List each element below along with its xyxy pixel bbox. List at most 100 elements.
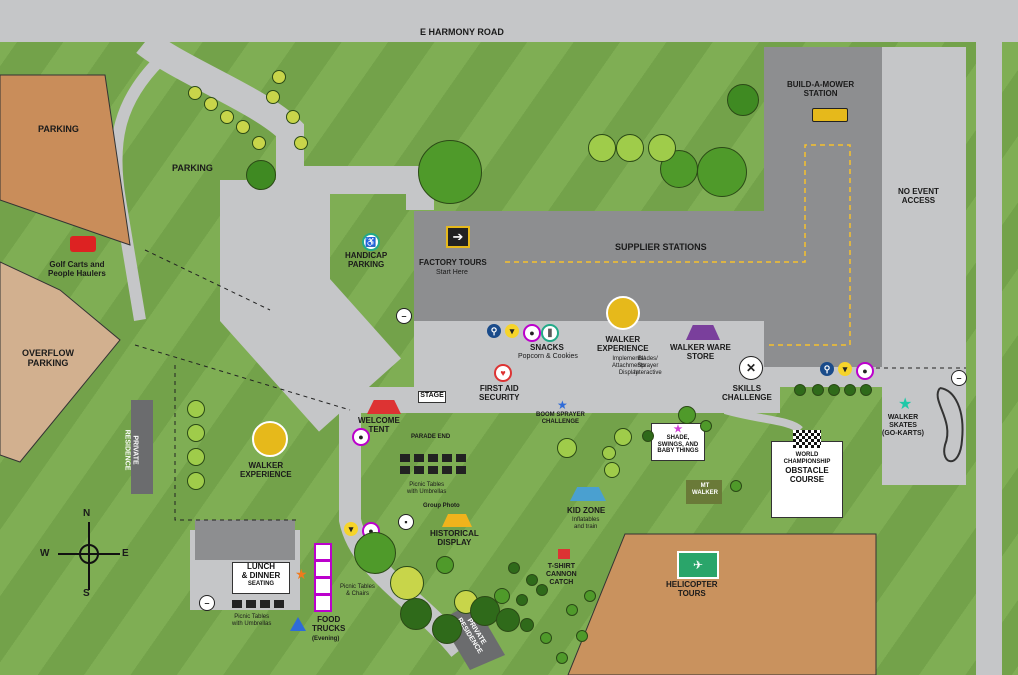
tree (204, 97, 218, 111)
tree (588, 134, 616, 162)
handicap-parking-label: HANDICAP PARKING (345, 251, 388, 270)
walker-experience-left-label: WALKER EXPERIENCE (240, 461, 292, 480)
picnic-table-icon (428, 466, 438, 474)
tree (188, 86, 202, 100)
picnic-table-icon (456, 466, 466, 474)
food-truck-icon (314, 560, 332, 578)
factory-tours-sub: Start Here (436, 269, 468, 276)
obstacle-course-label: OBSTACLE COURSE (785, 466, 829, 484)
tree (642, 430, 654, 442)
build-a-mower-lot (764, 47, 882, 367)
food-truck-icon (314, 594, 332, 612)
food-truck-icon (314, 543, 332, 561)
tree (236, 120, 250, 134)
star-icon: ★ (673, 424, 683, 435)
food-truck-icon (314, 577, 332, 595)
tree (272, 70, 286, 84)
factory-tours-label: FACTORY TOURS (419, 258, 487, 267)
no-event-access-label: NO EVENT ACCESS (898, 187, 939, 206)
snack-icon: ▾ (838, 362, 852, 376)
parade-end-label: PARADE END (411, 434, 451, 440)
picnic-table-icon (400, 454, 410, 462)
picnic-table-icon (246, 600, 256, 608)
tree (540, 632, 552, 644)
picnic-table-icon (442, 454, 452, 462)
picnic-umbrellas-left-label: Picnic Tables with Umbrellas (232, 614, 272, 627)
tree (557, 438, 577, 458)
mower-icon (252, 421, 288, 457)
implements-label: Implements/ Attachments Display (612, 356, 646, 376)
no-entry-icon: – (199, 595, 215, 611)
tent-icon (367, 400, 401, 414)
supplier-lot (414, 211, 764, 321)
kid-zone-label: KID ZONE (567, 506, 606, 515)
tree (812, 384, 824, 396)
tree (400, 598, 432, 630)
shirt-icon (558, 549, 570, 559)
tree (494, 588, 510, 604)
medical-heart-icon: ♥ (494, 364, 512, 382)
arrow-right-icon: ➔ (446, 226, 470, 248)
compass-w: W (40, 548, 50, 559)
picnic-table-icon (442, 466, 452, 474)
tree (616, 134, 644, 162)
helicopter-icon: ✈ (677, 551, 719, 579)
water-drop-icon: ● (352, 428, 370, 446)
tree (187, 448, 205, 466)
wheelchair-icon: ♿ (362, 233, 380, 251)
overflow-parking-label: OVERFLOW PARKING (22, 348, 74, 369)
lunch-lot (195, 520, 295, 560)
walker-skates-label: WALKER SKATES (GO-KARTS) (882, 414, 924, 438)
compass-s: S (83, 588, 90, 599)
mower-icon (606, 296, 640, 330)
no-entry-icon: – (396, 308, 412, 324)
tree (294, 136, 308, 150)
tree (794, 384, 806, 396)
tree (614, 428, 632, 446)
road-name-label: E HARMONY ROAD (420, 27, 504, 37)
first-aid-label: FIRST AID SECURITY (479, 384, 520, 403)
boom-sprayer-label: BOOM SPRAYER CHALLENGE (536, 412, 585, 425)
tree (860, 384, 872, 396)
build-a-mower-label: BUILD-A-MOWER STATION (787, 80, 855, 99)
tree (516, 594, 528, 606)
skills-challenge-label: SKILLS CHALLENGE (722, 384, 772, 403)
tree (576, 630, 588, 642)
restroom-icon: ⚲ (820, 362, 834, 376)
tree (584, 590, 596, 602)
lunch-dinner-tag: LUNCH & DINNER SEATING (232, 562, 290, 594)
tree (602, 446, 616, 460)
tree (526, 574, 538, 586)
water-drop-icon: ● (523, 324, 541, 342)
tree (187, 424, 205, 442)
obstacle-course-tag: WORLD CHAMPIONSHIP OBSTACLE COURSE (771, 430, 843, 518)
star-icon: ★ (295, 566, 308, 582)
east-road (976, 42, 1002, 675)
tree (187, 472, 205, 490)
tree (187, 400, 205, 418)
compass-n: N (83, 508, 91, 519)
tree (252, 136, 266, 150)
wrench-icon: ✕ (739, 356, 763, 380)
checkered-flag-icon (793, 430, 821, 448)
group-photo-label: Group Photo (423, 503, 460, 509)
shade-label: SHADE, SWINGS, AND BABY THINGS (657, 435, 699, 455)
tree (727, 84, 759, 116)
restroom-icon: ⚲ (487, 324, 501, 338)
compass-rose (58, 522, 120, 590)
snacks-label: SNACKS (530, 343, 564, 352)
e-harmony-road (0, 0, 1018, 42)
tree (700, 420, 712, 432)
camera-icon: ▪ (398, 514, 414, 530)
star-icon: ★ (557, 398, 568, 412)
picnic-table-icon (274, 600, 284, 608)
picnic-table-icon (428, 454, 438, 462)
kid-zone-sub: Inflatables and train (572, 517, 600, 530)
picnic-table-icon (456, 454, 466, 462)
golf-cart-icon (70, 236, 96, 252)
snack-icon: ▾ (505, 324, 519, 338)
walker-ware-store-label: WALKER WARE STORE (670, 343, 731, 362)
tree (432, 614, 462, 644)
